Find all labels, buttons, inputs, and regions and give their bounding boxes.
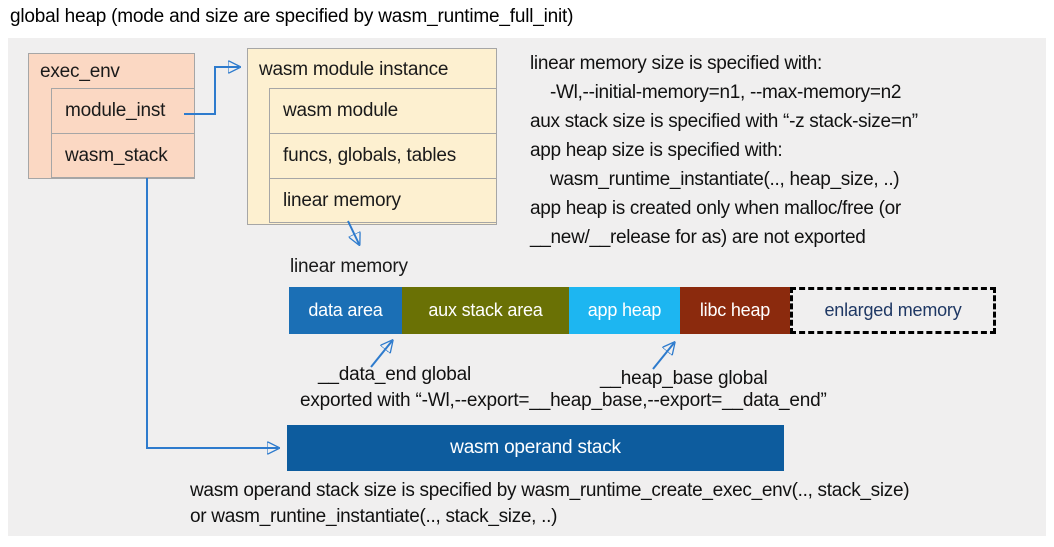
module-instance-row-wasm-module: wasm module: [269, 88, 497, 134]
operand-stack-notes: wasm operand stack size is specified by …: [190, 478, 1040, 530]
operand-stack-bar: wasm operand stack: [287, 425, 784, 471]
segment-aux-stack-area: aux stack area: [402, 287, 569, 334]
note-line: app heap size is specified with:: [530, 140, 783, 161]
segment-app-heap: app heap: [569, 287, 680, 334]
page-title: global heap (mode and size are specified…: [10, 6, 574, 27]
segment-data-area: data area: [289, 287, 402, 334]
note-line: app heap is created only when malloc/fre…: [530, 198, 901, 219]
linear-memory-label: linear memory: [290, 256, 408, 277]
memory-size-notes: linear memory size is specified with: -W…: [530, 49, 1040, 252]
exec-env-row-wasm-stack: wasm_stack: [51, 133, 195, 178]
note-line: wasm operand stack size is specified by …: [190, 480, 910, 501]
note-line: -Wl,--initial-memory=n1, --max-memory=n2: [550, 82, 902, 103]
data-end-global-label: __data_end global: [318, 364, 471, 385]
note-line: wasm_runtime_instantiate(.., heap_size, …: [550, 169, 900, 190]
note-line: or wasm_runtine_instantiate(.., stack_si…: [190, 506, 558, 527]
export-note: exported with “-Wl,--export=__heap_base,…: [300, 390, 827, 411]
exec-env-title: exec_env: [40, 61, 120, 82]
module-instance-row-funcs-globals-tables: funcs, globals, tables: [269, 133, 497, 179]
module-instance-row-linear-memory: linear memory: [269, 178, 497, 223]
note-line: aux stack size is specified with “-z sta…: [530, 111, 918, 132]
segment-enlarged-memory: enlarged memory: [790, 287, 996, 334]
segment-libc-heap: libc heap: [680, 287, 790, 334]
note-line: __new/__release for as) are not exported: [530, 227, 866, 248]
heap-base-global-label: __heap_base global: [600, 368, 768, 389]
module-instance-title: wasm module instance: [259, 58, 449, 80]
note-line: linear memory size is specified with:: [530, 53, 822, 74]
exec-env-row-module-inst: module_inst: [51, 88, 195, 134]
